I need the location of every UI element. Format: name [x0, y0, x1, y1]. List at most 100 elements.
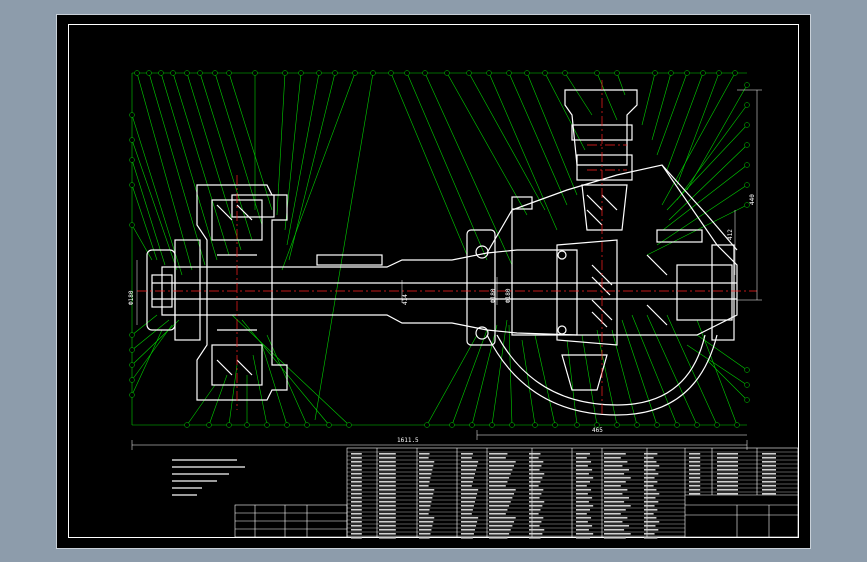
right-height-inner-text: 412: [727, 229, 734, 240]
parts-list-entry: [529, 493, 542, 495]
parts-list-entry: [419, 453, 430, 455]
parts-list-entry: [689, 477, 701, 479]
parts-list-entry: [576, 461, 592, 463]
parts-list-entry: [717, 457, 738, 459]
parts-list-entry: [351, 537, 362, 539]
parts-list-entry: [419, 513, 429, 515]
parts-list-entry: [576, 465, 588, 467]
parts-list-entry: [717, 465, 738, 467]
parts-list-entry: [489, 469, 513, 471]
axle-outline: [146, 89, 738, 416]
parts-list-entry: [351, 525, 362, 527]
parts-list-entry: [576, 521, 588, 523]
parts-list-entry: [689, 473, 701, 475]
parts-list-entry: [529, 505, 543, 507]
parts-list-entry: [489, 533, 510, 535]
pinion-gear: [581, 184, 628, 231]
parts-list-rows: [347, 451, 798, 537]
parts-list-entry: [419, 465, 434, 467]
parts-list-entry: [529, 453, 541, 455]
parts-list-entry: [644, 465, 660, 467]
parts-list-entry: [762, 493, 776, 495]
left-diameter-text: Ф180: [128, 290, 135, 305]
brake-chamber: [231, 194, 275, 218]
parts-list-entry: [351, 497, 362, 499]
parts-list-entry: [379, 493, 396, 495]
parts-list-entry: [461, 457, 472, 459]
parts-list-entry: [419, 533, 431, 535]
parts-list-entry: [717, 481, 738, 483]
parts-list-entry: [576, 481, 590, 483]
parts-list-entry: [644, 509, 658, 511]
left-hub-flange: [174, 239, 201, 341]
parts-list-entry: [529, 485, 539, 487]
parts-list-entry: [351, 457, 362, 459]
flange-diameter-1-text: Ф180: [490, 288, 497, 303]
parts-list-entry: [644, 469, 656, 471]
parts-list-entry: [489, 521, 515, 523]
parts-list-entry: [461, 465, 478, 467]
parts-list-entry: [461, 493, 478, 495]
parts-list-entry: [529, 525, 540, 527]
parts-list-entry: [604, 477, 631, 479]
parts-list-entry: [604, 501, 625, 503]
parts-list-entry: [604, 497, 630, 499]
parts-list-entry: [717, 489, 738, 491]
parts-list-entry: [762, 461, 776, 463]
parts-list-entry: [576, 489, 592, 491]
parts-list-entry: [419, 485, 429, 487]
parts-list-entry: [379, 465, 396, 467]
parts-list-entry: [529, 469, 540, 471]
parts-list-entry: [419, 457, 429, 459]
parts-list-entry: [461, 481, 473, 483]
parts-list-entry: [529, 497, 540, 499]
parts-list-entry: [461, 529, 475, 531]
parts-list-entry: [644, 489, 657, 491]
parts-list-entry: [644, 497, 656, 499]
parts-list-entry: [419, 469, 433, 471]
parts-list-entry: [689, 465, 701, 467]
parts-list-entry: [529, 477, 543, 479]
parts-list-entry: [762, 489, 776, 491]
parts-list-entry: [351, 533, 362, 535]
parts-list-entry: [489, 485, 506, 487]
parts-list-entry: [351, 465, 362, 467]
parts-list-entry: [576, 453, 590, 455]
parts-list-entry: [576, 469, 593, 471]
parts-list-entry: [379, 521, 396, 523]
parts-list-entry: [644, 533, 655, 535]
parts-list-entry: [529, 529, 545, 531]
parts-list-entry: [644, 517, 657, 519]
parts-list-entry: [351, 477, 362, 479]
parts-list-entry: [717, 493, 738, 495]
parts-list-entry: [644, 461, 657, 463]
parts-list-entry: [351, 517, 362, 519]
leader-lines: [131, 72, 748, 426]
parts-list-entry: [419, 493, 434, 495]
parts-list-entry: [461, 461, 479, 463]
parts-list-entry: [689, 485, 701, 487]
parts-list-entry: [489, 457, 506, 459]
parts-list-entry: [762, 477, 776, 479]
parts-list-entry: [529, 513, 539, 515]
parts-list-entry: [461, 473, 475, 475]
parts-list-entry: [379, 489, 396, 491]
flange-diameter-2-text: Ф180: [505, 288, 512, 303]
parts-list-entry: [529, 457, 539, 459]
parts-list-entry: [461, 485, 472, 487]
parts-list-entries: [351, 453, 776, 539]
parts-list-entry: [576, 517, 592, 519]
parts-list-entry: [351, 513, 362, 515]
parts-list-entry: [604, 453, 626, 455]
drawing-border: [68, 24, 799, 538]
parts-list-entry: [529, 481, 541, 483]
parts-list-entry: [489, 509, 508, 511]
right-segment-text: 465: [592, 427, 603, 434]
parts-list-entry: [419, 537, 430, 539]
parts-list-entry: [604, 473, 625, 475]
parts-list-entry: [489, 513, 506, 515]
parts-list-entry: [461, 513, 472, 515]
parts-list-entry: [604, 529, 625, 531]
parts-list-entry: [604, 461, 628, 463]
parts-list-entry: [644, 457, 654, 459]
